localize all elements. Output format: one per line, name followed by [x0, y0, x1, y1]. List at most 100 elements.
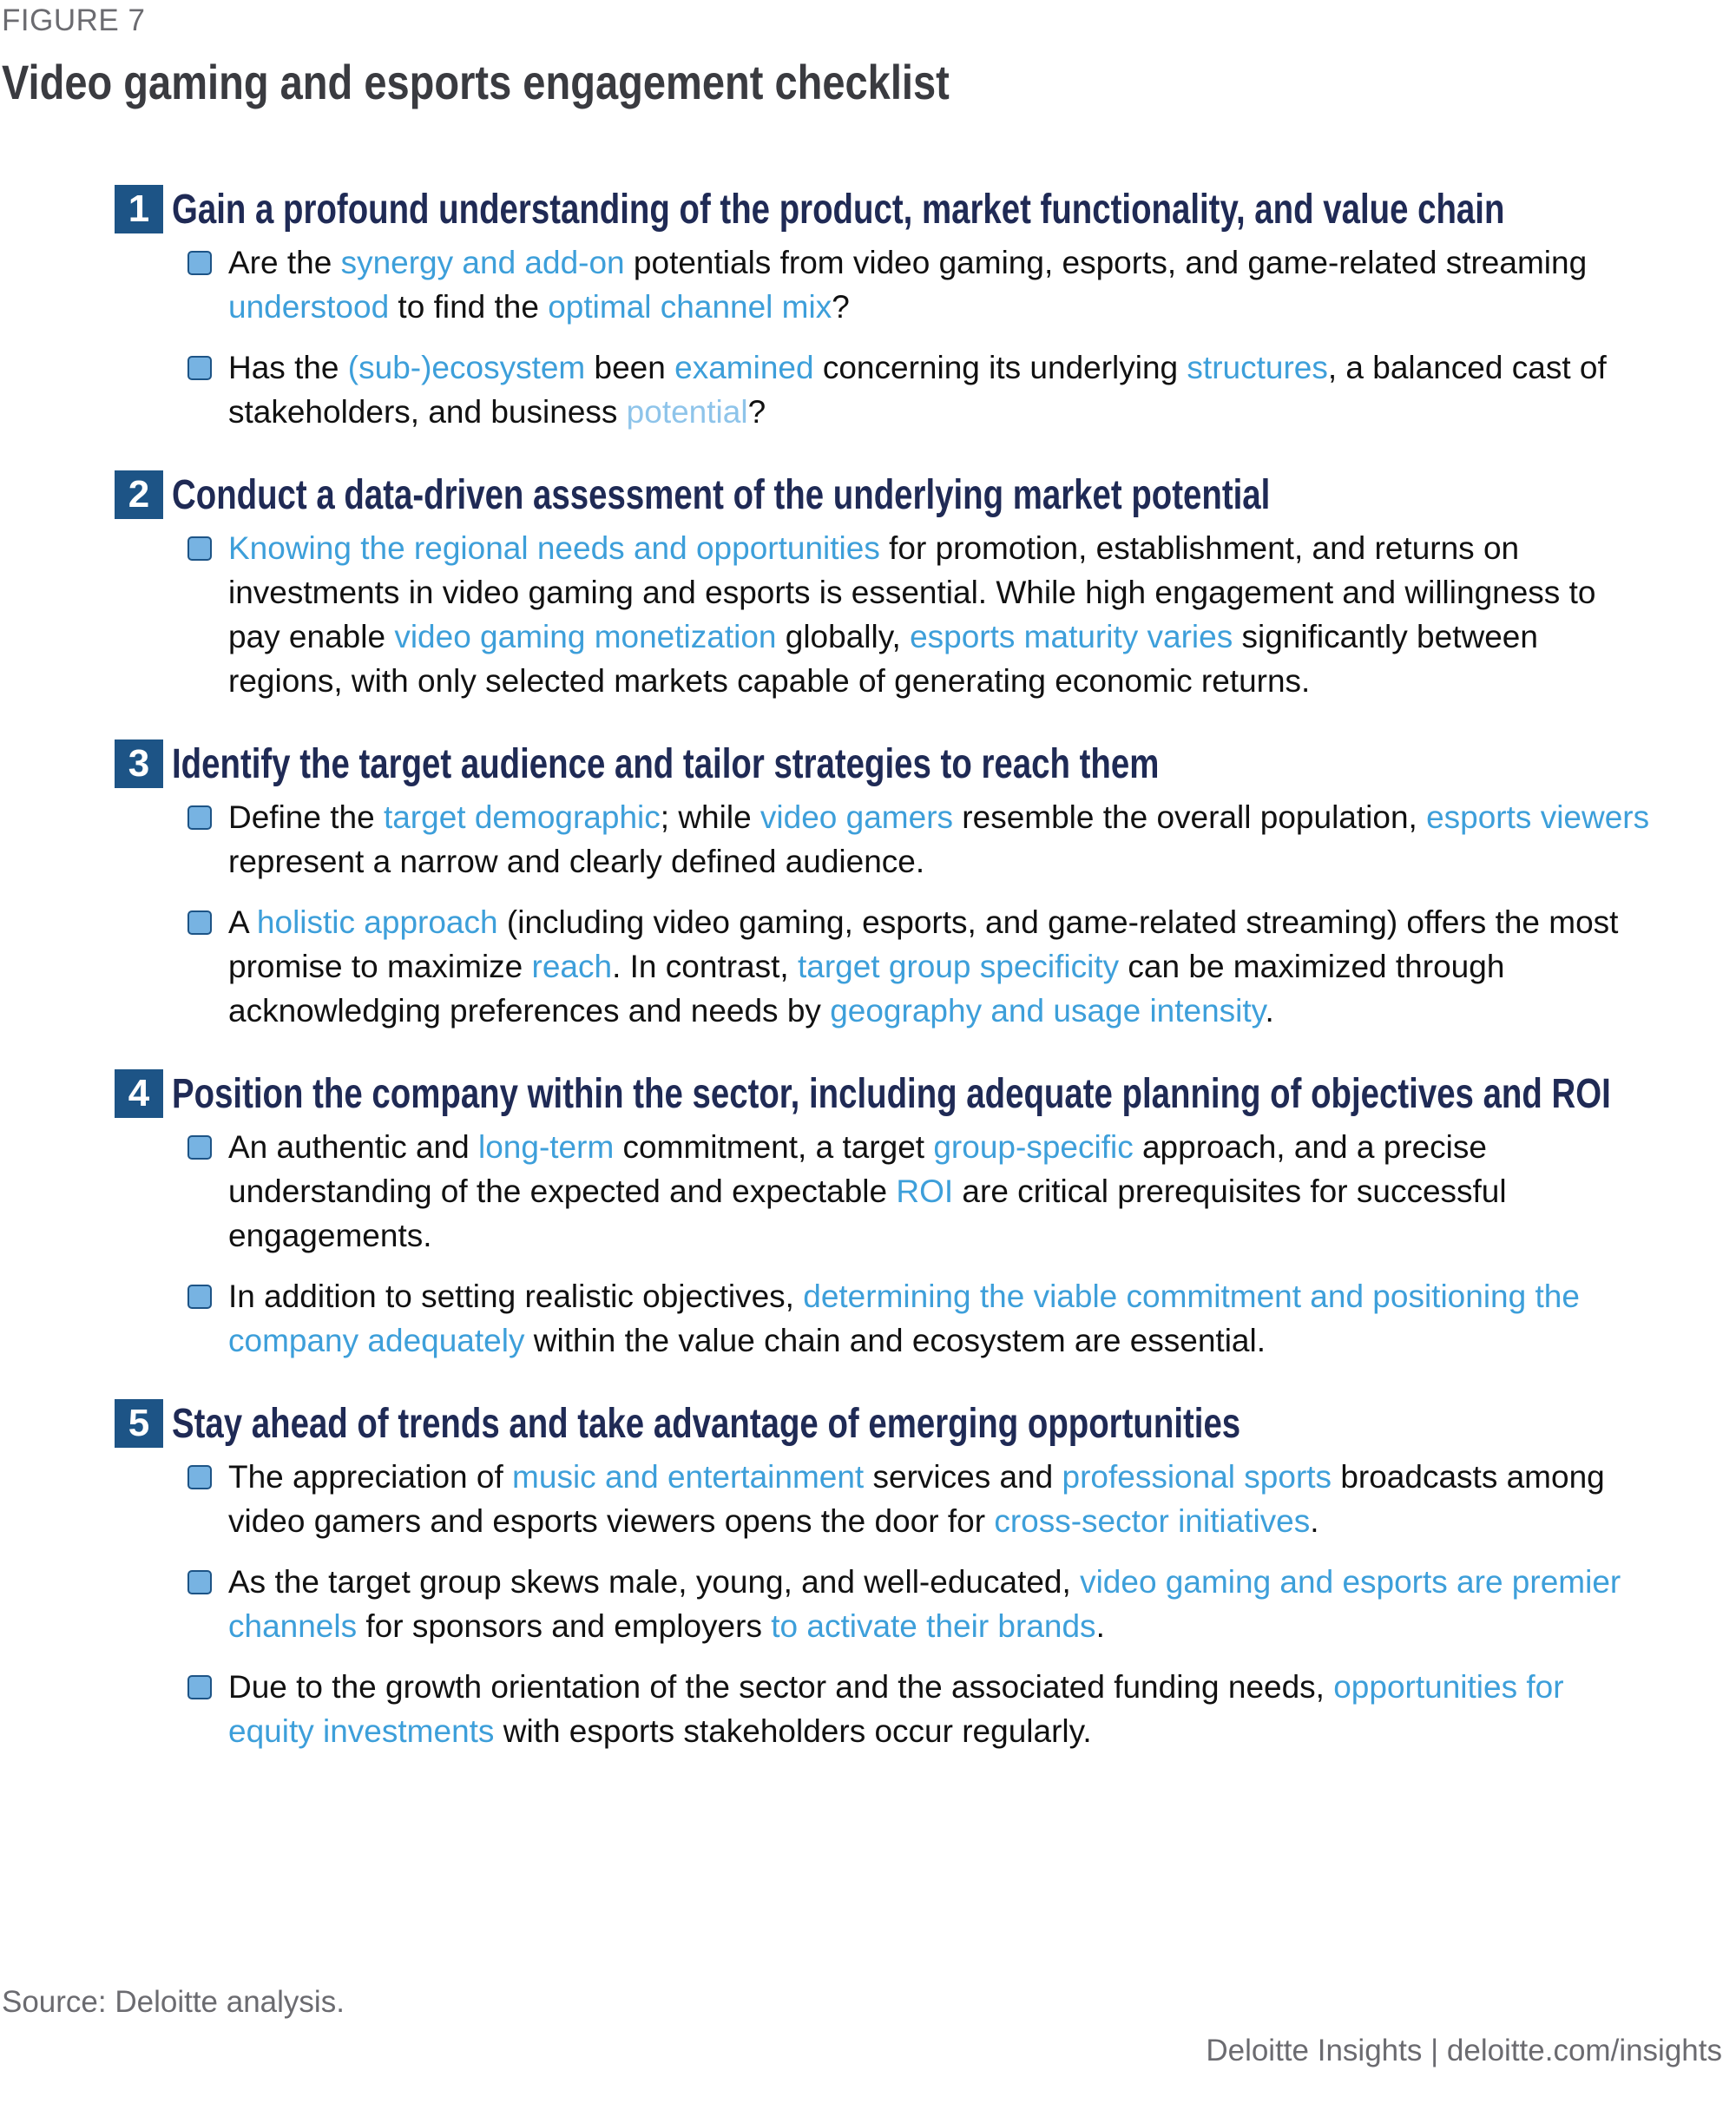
- text-segment: been: [585, 350, 675, 385]
- highlighted-phrase: esports viewers: [1426, 799, 1650, 835]
- highlighted-phrase: optimal channel mix: [548, 289, 832, 325]
- text-segment: represent a narrow and clearly defined a…: [228, 844, 925, 879]
- section-number-badge: 4: [115, 1069, 163, 1118]
- section-number-badge: 5: [115, 1399, 163, 1448]
- text-segment: within the value chain and ecosystem are…: [524, 1323, 1266, 1358]
- text-segment: As the target group skews male, young, a…: [228, 1564, 1081, 1600]
- checkbox-square-icon: [187, 356, 212, 380]
- text-segment: A: [228, 904, 257, 940]
- checklist-item: Has the (sub-)ecosystem been examined co…: [115, 345, 1652, 434]
- text-segment: Are the: [228, 245, 341, 280]
- highlighted-phrase: professional sports: [1062, 1459, 1332, 1495]
- text-segment: approach, and a precise understanding of…: [228, 1129, 1487, 1209]
- text-segment: In addition to setting realistic objecti…: [228, 1278, 804, 1314]
- highlighted-phrase: reach: [531, 949, 613, 984]
- highlighted-phrase: target group specificity: [797, 949, 1120, 984]
- text-segment: An authentic and: [228, 1129, 478, 1165]
- figure-label: FIGURE 7: [2, 3, 146, 37]
- checkbox-square-icon: [187, 1465, 212, 1489]
- highlighted-phrase: long-term: [478, 1129, 615, 1165]
- page-title: Video gaming and esports engagement chec…: [2, 55, 950, 109]
- text-segment: potentials from video gaming, esports, a…: [624, 245, 1588, 280]
- text-segment: for promotion, establishment, and return…: [228, 530, 1596, 654]
- highlighted-phrase: esports maturity varies: [910, 619, 1233, 654]
- highlighted-phrase: examined: [674, 350, 814, 385]
- highlighted-phrase: understood: [228, 289, 390, 325]
- footer-credit: Deloitte Insights | deloitte.com/insight…: [1206, 2034, 1722, 2067]
- section-number-badge: 2: [115, 470, 163, 519]
- highlighted-phrase: group-specific: [933, 1129, 1134, 1165]
- section-title: Stay ahead of trends and take advantage …: [172, 1400, 1241, 1447]
- highlighted-phrase: ROI: [896, 1173, 954, 1209]
- section-title: Gain a profound understanding of the pro…: [172, 186, 1505, 233]
- checkbox-square-icon: [187, 251, 212, 275]
- checklist-item: An authentic and long-term commitment, a…: [115, 1125, 1652, 1258]
- highlighted-phrase: opportunities for equity investments: [228, 1669, 1564, 1749]
- checkbox-square-icon: [187, 1570, 212, 1594]
- section-title: Conduct a data-driven assessment of the …: [172, 471, 1271, 518]
- text-segment: (including video gaming, esports, and ga…: [228, 904, 1619, 984]
- section-title: Position the company within the sector, …: [172, 1070, 1611, 1117]
- text-segment: .: [1310, 1503, 1319, 1539]
- text-segment: ?: [832, 289, 850, 325]
- text-segment: for sponsors and employers: [357, 1608, 772, 1644]
- checkbox-square-icon: [187, 1285, 212, 1309]
- text-segment: ; while: [660, 799, 760, 835]
- highlighted-phrase: geography and usage intensity: [830, 993, 1266, 1029]
- text-segment: concerning its underlying: [813, 350, 1187, 385]
- text-segment: . In contrast,: [612, 949, 798, 984]
- checklist-item: Knowing the regional needs and opportuni…: [115, 526, 1652, 703]
- checkbox-square-icon: [187, 1135, 212, 1160]
- checklist-item: Define the target demographic; while vid…: [115, 795, 1652, 884]
- highlighted-phrase: video gaming and esports are premier cha…: [228, 1564, 1621, 1644]
- text-segment: Has the: [228, 350, 348, 385]
- section-number-badge: 3: [115, 739, 163, 788]
- checkbox-square-icon: [187, 910, 212, 935]
- highlighted-phrase: holistic approach: [256, 904, 498, 940]
- highlighted-phrase: video gaming monetization: [394, 619, 777, 654]
- checkbox-square-icon: [187, 536, 212, 561]
- text-segment: , a balanced cast of stakeholders, and b…: [228, 350, 1607, 430]
- highlighted-phrase: Knowing the regional needs and opportuni…: [228, 530, 880, 566]
- text-segment: Define the: [228, 799, 384, 835]
- text-segment: globally,: [776, 619, 911, 654]
- highlighted-phrase: synergy and add-on: [340, 245, 625, 280]
- text-segment: can be maximized through acknowledging p…: [228, 949, 1505, 1029]
- text-segment: ?: [747, 394, 766, 430]
- checklist-item: The appreciation of music and entertainm…: [115, 1455, 1652, 1543]
- section-number-badge: 1: [115, 185, 163, 233]
- checklist-item: As the target group skews male, young, a…: [115, 1560, 1652, 1648]
- text-segment: resemble the overall population,: [953, 799, 1427, 835]
- text-segment: are critical prerequisites for successfu…: [228, 1173, 1507, 1253]
- text-segment: with esports stakeholders occur regularl…: [494, 1713, 1092, 1749]
- highlighted-phrase: cross-sector initiatives: [994, 1503, 1311, 1539]
- checklist-item: Due to the growth orientation of the sec…: [115, 1665, 1652, 1753]
- highlighted-phrase: video gamers: [760, 799, 954, 835]
- text-segment: broadcasts among video gamers and esport…: [228, 1459, 1605, 1539]
- text-segment: The appreciation of: [228, 1459, 513, 1495]
- checkbox-square-icon: [187, 805, 212, 830]
- text-segment: services and: [864, 1459, 1062, 1495]
- section-title: Identify the target audience and tailor …: [172, 740, 1160, 787]
- source-note: Source: Deloitte analysis.: [2, 1985, 345, 2019]
- checklist-item: A holistic approach (including video gam…: [115, 900, 1652, 1033]
- highlighted-phrase: target demographic: [383, 799, 661, 835]
- highlighted-phrase: potential: [626, 394, 748, 430]
- checklist-item: In addition to setting realistic objecti…: [115, 1274, 1652, 1363]
- text-segment: commitment, a target: [614, 1129, 934, 1165]
- highlighted-phrase: determining the viable commitment and po…: [228, 1278, 1580, 1358]
- text-segment: significantly between regions, with only…: [228, 619, 1538, 699]
- checklist-item: Are the synergy and add-on potentials fr…: [115, 240, 1652, 329]
- text-segment: .: [1095, 1608, 1105, 1644]
- checkbox-square-icon: [187, 1675, 212, 1699]
